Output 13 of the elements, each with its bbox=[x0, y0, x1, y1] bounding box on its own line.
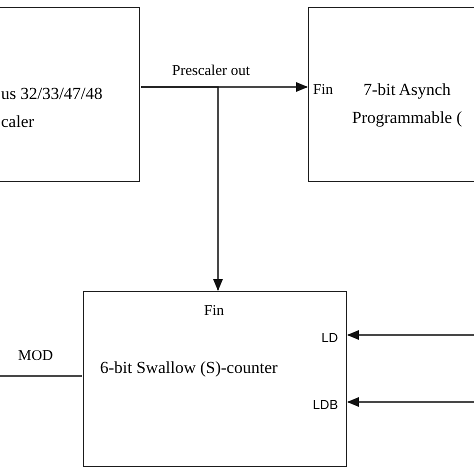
block-box bbox=[83, 291, 347, 467]
block-label: us 32/33/47/48 caler bbox=[1, 83, 104, 133]
block-box bbox=[308, 7, 474, 182]
connector-arrow bbox=[141, 86, 223, 291]
port-label: LDB bbox=[312, 396, 338, 414]
block-box bbox=[0, 7, 140, 182]
block-label: 6-bit Swallow (S)-counter bbox=[100, 357, 278, 379]
port-label: Fin bbox=[204, 302, 224, 321]
connector-arrow bbox=[347, 397, 474, 407]
connector-arrow bbox=[347, 330, 474, 340]
block-label: 7-bit Asynch Programmable ( bbox=[351, 79, 463, 129]
port-label: LD bbox=[321, 329, 338, 347]
port-label: Fin bbox=[313, 81, 334, 100]
